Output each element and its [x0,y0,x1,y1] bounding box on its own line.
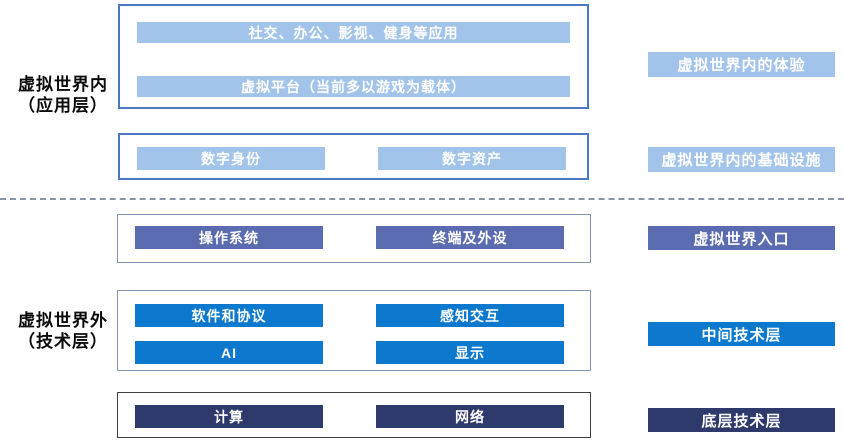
bar-digital-assets: 数字资产 [378,147,566,170]
bar-operating-system: 操作系统 [135,226,323,249]
bar-digital-identity: 数字身份 [137,147,325,170]
box-base-tech: 计算 网络 [117,392,591,438]
label-virtual-world-outside: 虚拟世界外 （技术层） [10,310,116,352]
side-label-experience: 虚拟世界内的体验 [648,52,835,77]
label-virtual-world-inside: 虚拟世界内 （应用层） [10,74,116,116]
side-label-base-tech: 底层技术层 [648,408,835,432]
side-label-infrastructure: 虚拟世界内的基础设施 [648,147,835,172]
box-experience: 社交、办公、影视、健身等应用 虚拟平台（当前多以游戏为载体） [118,4,589,109]
bar-perception-interaction: 感知交互 [376,304,564,327]
label-virtual-world-inside-line1: 虚拟世界内 [18,75,108,94]
bar-compute: 计算 [135,405,323,428]
label-virtual-world-inside-line2: （应用层） [18,96,108,115]
bar-virtual-platform: 虚拟平台（当前多以游戏为载体） [137,76,570,97]
bar-ai: AI [135,341,323,364]
bar-terminals-peripherals: 终端及外设 [376,226,564,249]
bar-display: 显示 [376,341,564,364]
box-infrastructure: 数字身份 数字资产 [118,133,589,180]
bar-software-protocols: 软件和协议 [135,304,323,327]
side-label-entrance: 虚拟世界入口 [648,226,835,250]
label-virtual-world-outside-line2: （技术层） [18,332,108,351]
box-entrance: 操作系统 终端及外设 [117,214,591,263]
label-virtual-world-outside-line1: 虚拟世界外 [18,311,108,330]
bar-social-apps: 社交、办公、影视、健身等应用 [137,22,570,43]
side-label-middle-tech: 中间技术层 [648,322,835,346]
box-middle-tech: 软件和协议 感知交互 AI 显示 [117,290,591,371]
dashed-divider [0,198,844,200]
bar-network: 网络 [376,405,564,428]
